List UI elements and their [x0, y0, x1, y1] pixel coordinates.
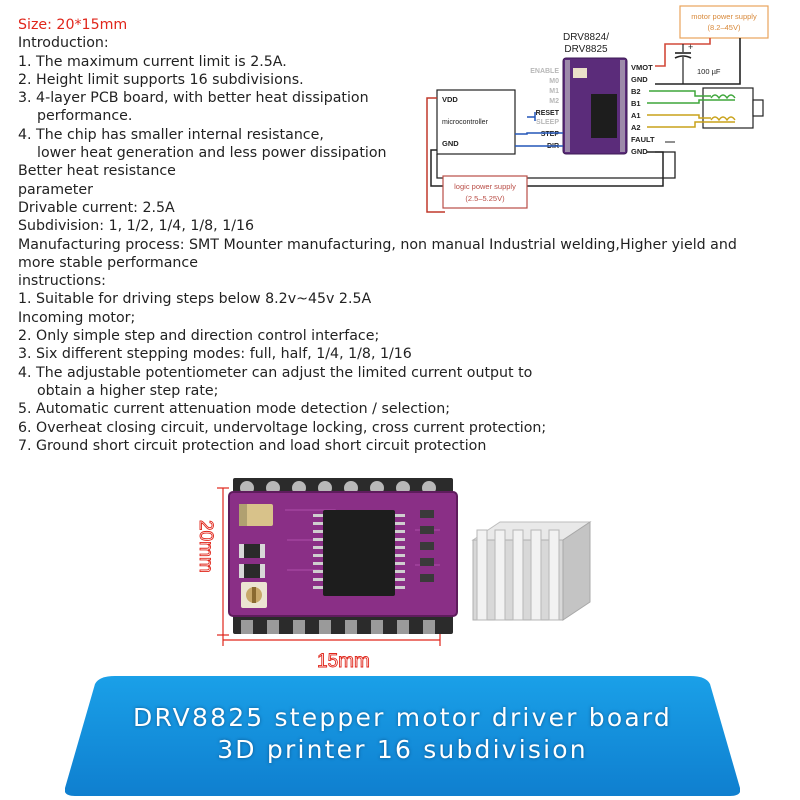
chip-title: DRV8824/ [563, 32, 609, 43]
spec-line: 2. Only simple step and direction contro… [18, 328, 380, 345]
spec-line: parameter [18, 181, 93, 198]
mc-vdd: VDD [442, 95, 458, 104]
logic-supply-label: logic power supply [454, 182, 516, 191]
spec-line: 4. The chip has smaller internal resista… [18, 126, 324, 143]
width-label: 15mm [317, 651, 370, 672]
pin-label: ENABLE [530, 68, 559, 75]
motor-supply-range: (8.2–45V) [708, 23, 741, 32]
cap-value: 100 µF [697, 67, 721, 76]
capacitor [239, 504, 273, 526]
pin-label: SLEEP [536, 119, 559, 126]
motor-supply-label: motor power supply [691, 12, 757, 21]
pin-label: A2 [631, 123, 641, 132]
logic-supply-range: (2.5–5.25V) [465, 194, 505, 203]
spec-line: Subdivision: 1, 1/2, 1/4, 1/8, 1/16 [18, 218, 255, 235]
logic-supply-box [442, 175, 528, 209]
spec-line: 4. The adjustable potentiometer can adju… [18, 364, 533, 381]
spec-line: Better heat resistance [18, 163, 176, 180]
height-label: 20mm [195, 520, 216, 573]
pin-label: M2 [549, 98, 559, 105]
spec-line: Manufacturing process: SMT Mounter manuf… [18, 236, 737, 271]
pin-label: A1 [631, 111, 641, 120]
spec-text: Size: 20*15mm Introduction: 1. The maxim… [18, 16, 788, 455]
spec-line: 1. Suitable for driving steps below 8.2v… [18, 291, 372, 308]
pin-label: M0 [549, 78, 559, 85]
spec-line: 1. The maximum current limit is 2.5A. [18, 53, 287, 70]
pin-label: B1 [631, 99, 641, 108]
spec-line: 3. Six different stepping modes: full, h… [18, 346, 412, 363]
spec-line: instructions: [18, 273, 106, 290]
spec-line: Introduction: [18, 35, 109, 52]
spec-line: 6. Overheat closing circuit, undervoltag… [18, 419, 547, 436]
spec-line: 7. Ground short circuit protection and l… [18, 437, 487, 454]
spec-line: lower heat generation and less power dis… [37, 145, 387, 162]
resistor [239, 564, 265, 578]
resistor [239, 544, 265, 558]
microcontroller-box [436, 89, 516, 155]
mc-gnd: GND [442, 139, 459, 148]
pin-label: FAULT [631, 135, 655, 144]
spec-line: 3. 4-layer PCB board, with better heat d… [18, 90, 369, 107]
left-pin-labels: ENABLE M0 M1 M2 RESET SLEEP STEP DIR [530, 68, 559, 150]
pin-label: VMOT [631, 63, 653, 72]
mc-label: microcontroller [442, 119, 489, 126]
spec-line: obtain a higher step rate; [37, 382, 219, 399]
wiring-diagram: motor power supply (8.2–45V) + 100 µF DR… [426, 5, 769, 213]
pin-label: STEP [541, 131, 560, 138]
pin-label: M1 [549, 88, 559, 95]
motor-supply-box [679, 5, 769, 39]
pin-label: RESET [536, 110, 560, 117]
banner-title-line1: DRV8825 stepper motor driver board [133, 703, 672, 732]
spec-line: performance. [37, 108, 133, 125]
chip-title-2: DRV8825 [564, 44, 608, 55]
spec-line: 5. Automatic current attenuation mode de… [18, 401, 451, 418]
pin-label: B2 [631, 87, 641, 96]
product-photo: 20mm 15mm [195, 478, 592, 672]
spec-line: 2. Height limit supports 16 subdivisions… [18, 71, 304, 88]
pin-label: GND [631, 75, 648, 84]
banner-title-line2: 3D printer 16 subdivision [217, 735, 588, 764]
spec-line: Drivable current: 2.5A [18, 199, 175, 216]
driver-chip [323, 510, 395, 596]
spec-line: Incoming motor; [18, 309, 136, 326]
title-banner [65, 676, 740, 796]
pin-label: GND [631, 147, 648, 156]
size-line: Size: 20*15mm [18, 17, 128, 33]
heatsink [471, 521, 592, 621]
cap-plus: + [688, 42, 693, 52]
right-pin-labels: VMOT GND B2 B1 A1 A2 FAULT GND [631, 63, 655, 156]
